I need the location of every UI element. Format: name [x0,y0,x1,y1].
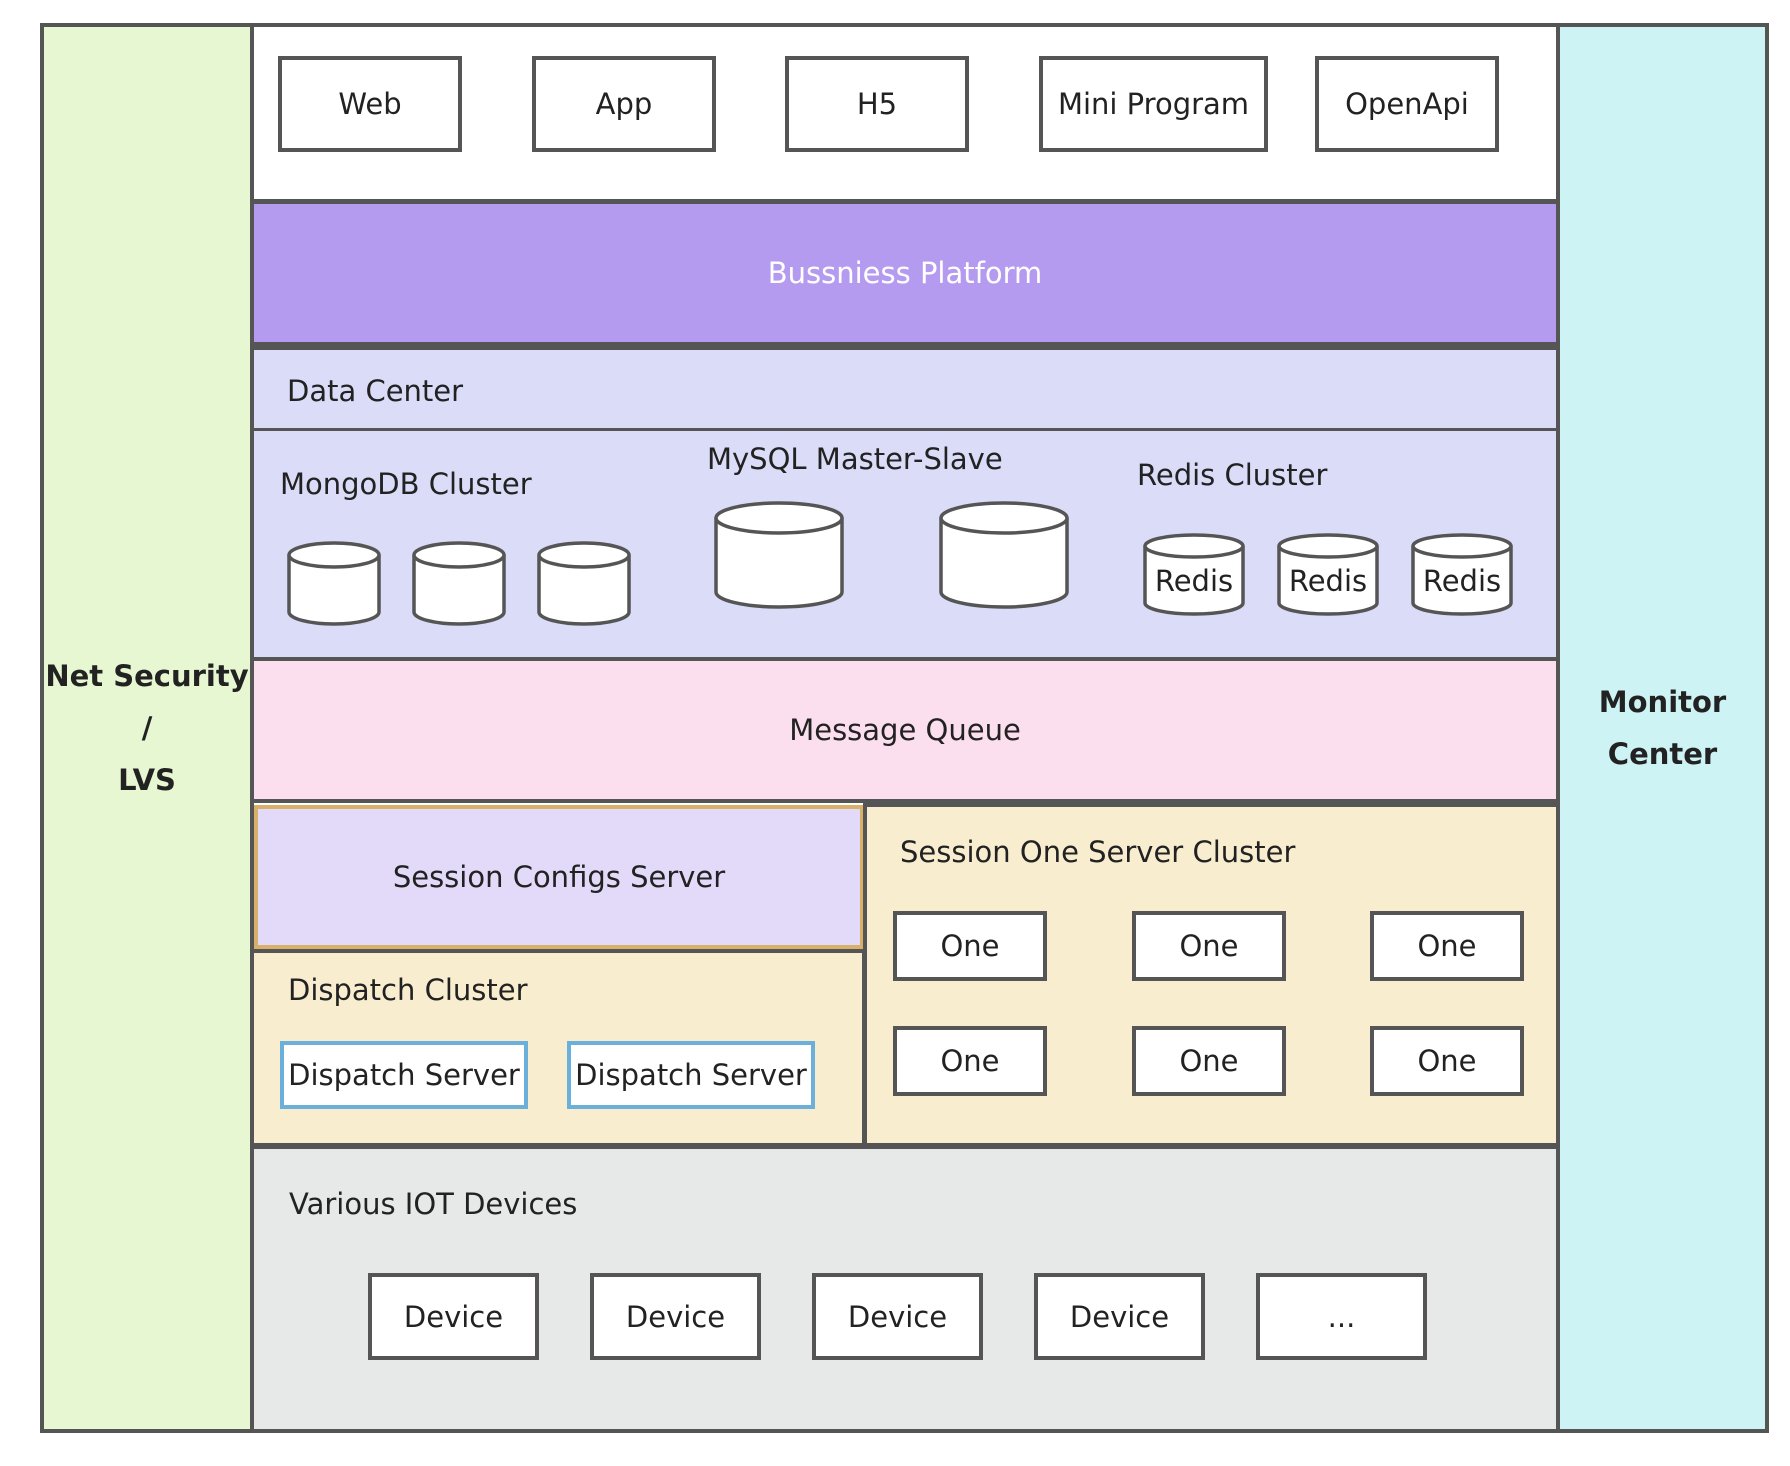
device-box: Device [368,1273,539,1360]
business-platform-label: Bussniess Platform [767,256,1043,290]
clients-layer: Web App H5 Mini Program OpenApi [250,23,1560,203]
session-configs-server: Session Configs Server [254,805,864,949]
iot-devices-layer: Various IOT Devices Device Device Device… [250,1145,1560,1433]
session-configs-label: Session Configs Server [392,860,726,894]
data-center-title: Data Center [287,374,464,408]
one-server-box: One [1370,1026,1524,1096]
mysql-title: MySQL Master-Slave [707,442,1003,476]
mysql-master-slave: MySQL Master-Slave [679,428,1112,660]
message-queue-layer: Message Queue [250,657,1560,803]
one-server-box: One [1370,911,1524,981]
client-app: App [532,56,716,152]
one-server-box: One [893,911,1047,981]
dispatch-server-box: Dispatch Server [280,1041,528,1109]
redis-cluster-title: Redis Cluster [1137,458,1328,492]
monitor-line2: Center [1607,737,1718,771]
client-openapi: OpenApi [1315,56,1499,152]
one-server-box: One [1132,911,1286,981]
device-box: Device [590,1273,761,1360]
client-h5: H5 [785,56,969,152]
client-mini-program: Mini Program [1039,56,1268,152]
client-web: Web [278,56,462,152]
net-security-line2: / [141,711,153,745]
device-box: Device [1034,1273,1205,1360]
session-one-server-cluster: Session One Server Cluster One One One O… [863,803,1560,1147]
dispatch-cluster: Dispatch Cluster Dispatch Server Dispatc… [254,949,866,1147]
business-platform-layer: Bussniess Platform [250,200,1560,346]
monitor-center-panel: Monitor Center [1556,23,1769,1433]
iot-devices-title: Various IOT Devices [289,1187,578,1221]
device-more-box: ... [1256,1273,1427,1360]
net-security-line3: LVS [118,763,176,797]
dispatch-cluster-title: Dispatch Cluster [288,973,528,1007]
session-one-cluster-title: Session One Server Cluster [900,835,1296,869]
one-server-box: One [893,1026,1047,1096]
net-security-label: Net Security / LVS [45,650,248,806]
monitor-line1: Monitor [1598,685,1727,719]
mongodb-cluster-title: MongoDB Cluster [280,467,532,501]
net-security-panel: Net Security / LVS [40,23,254,1433]
redis-cluster: Redis Cluster [1109,428,1556,660]
message-queue-label: Message Queue [789,713,1021,747]
mongodb-cluster: MongoDB Cluster [254,428,682,660]
monitor-center-label: Monitor Center [1599,676,1726,780]
device-box: Device [812,1273,983,1360]
dispatch-server-box: Dispatch Server [567,1041,815,1109]
net-security-line1: Net Security [45,659,249,693]
one-server-box: One [1132,1026,1286,1096]
